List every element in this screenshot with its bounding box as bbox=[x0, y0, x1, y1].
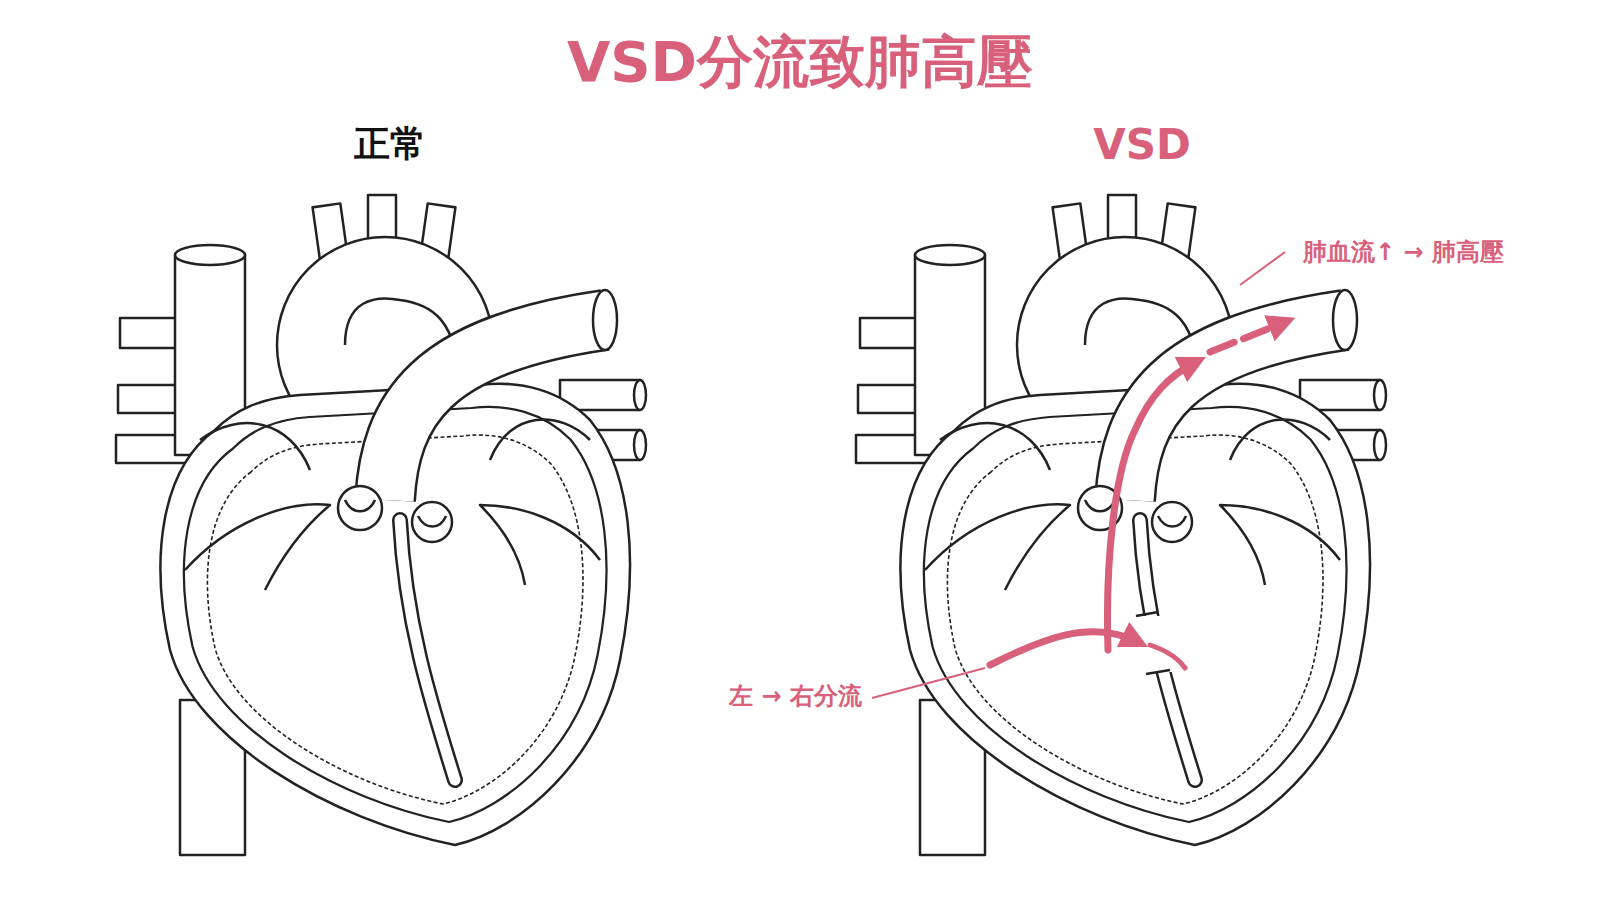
panel-heading: 正常 bbox=[354, 122, 426, 165]
annotation: 肺血流↑ → 肺高壓 bbox=[1303, 238, 1504, 267]
leader-line bbox=[1240, 252, 1285, 285]
leader-line bbox=[872, 668, 985, 698]
annotation: 左 → 右分流 bbox=[729, 682, 862, 711]
diagram-title: VSD分流致肺高壓 bbox=[567, 28, 1033, 95]
panel-heading: VSD bbox=[1093, 120, 1191, 170]
